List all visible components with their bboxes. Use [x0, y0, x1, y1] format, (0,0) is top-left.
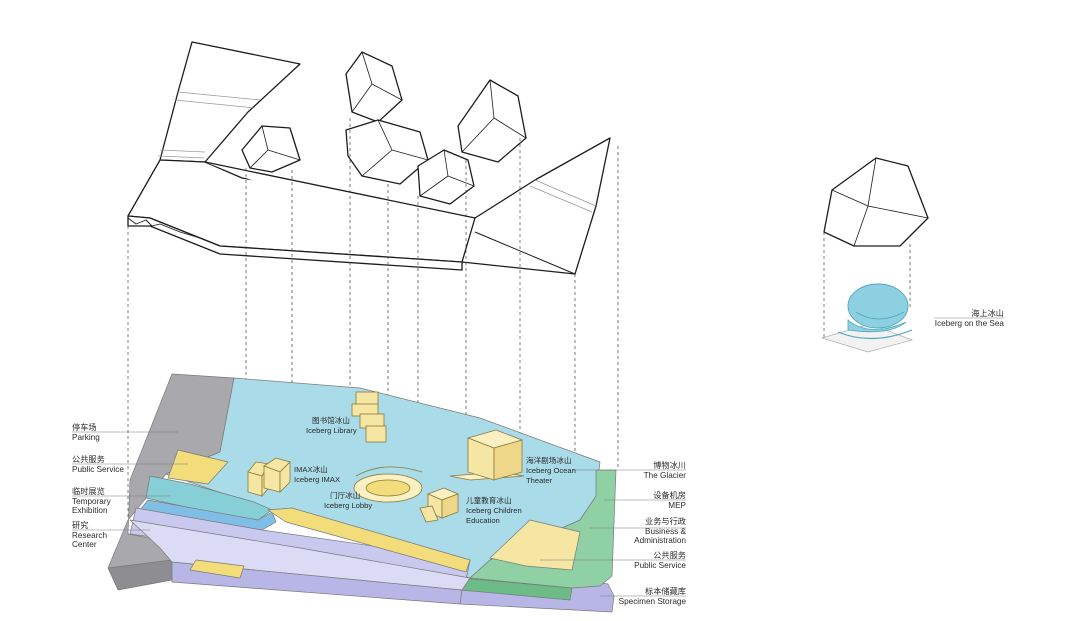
label-sea-zh: 海上冰山 — [971, 308, 1004, 318]
label-lobby-en: Iceberg Lobby — [324, 501, 372, 510]
label-business-zh: 业务与行政 — [645, 516, 686, 526]
label-public-service-right-en: Public Service — [634, 561, 686, 570]
label-business-en-2: Administration — [634, 536, 686, 545]
label-temporary-exhibition-zh: 临时展览 — [72, 486, 105, 496]
sea-dome — [847, 283, 909, 329]
label-research-en-1: Research — [72, 531, 107, 540]
temporary-exhibition-zone — [145, 475, 273, 521]
label-ocean-theater-en-2: Theater — [526, 476, 553, 485]
label-children-en-1: Iceberg Children — [466, 506, 522, 515]
label-temporary-exhibition-en-1: Temporary — [72, 497, 112, 506]
public-service-right-block — [489, 519, 581, 571]
roof-layer — [127, 41, 611, 275]
label-children-zh: 儿童教育冰山 — [466, 495, 512, 505]
label-ocean-theater-zh: 海洋剧场冰山 — [526, 455, 572, 465]
iceberg-on-sea: 海上冰山 Iceberg on the Sea — [820, 157, 1005, 353]
label-public-service-right-zh: 公共服务 — [653, 550, 686, 560]
ocean-theater-volume — [449, 429, 525, 481]
leader-lines — [72, 317, 1004, 597]
label-library-en: Iceberg Library — [306, 426, 357, 435]
label-imax-en: Iceberg IMAX — [294, 475, 340, 484]
iceberg-shape-3 — [345, 119, 429, 185]
label-ocean-theater-en-1: Iceberg Ocean — [526, 466, 576, 475]
children-education-volume — [419, 487, 460, 523]
label-parking-en: Parking — [72, 433, 100, 442]
iceberg-shape-1 — [241, 125, 301, 173]
label-public-service-left-zh: 公共服务 — [72, 454, 105, 464]
label-lobby-zh: 门厅冰山 — [330, 490, 360, 500]
label-mep-zh: 设备机房 — [653, 490, 686, 500]
sea-iceberg-shape — [823, 157, 929, 247]
label-parking-zh: 停车场 — [72, 422, 97, 432]
label-imax-zh: IMAX冰山 — [294, 464, 328, 474]
lobby-volume — [353, 466, 423, 503]
label-business-en-1: Business & — [645, 527, 686, 536]
label-sea-en: Iceberg on the Sea — [935, 319, 1005, 328]
library-volume — [351, 391, 387, 443]
iceberg-shape-2 — [345, 51, 403, 123]
label-research-en-2: Center — [72, 540, 97, 549]
label-research-zh: 研究 — [72, 520, 88, 530]
iceberg-shape-4 — [457, 79, 527, 163]
left-labels: 停车场 Parking 公共服务 Public Service 临时展览 Tem… — [72, 422, 124, 549]
label-mep-en: MEP — [668, 501, 686, 510]
lavender-strip-2 — [129, 519, 471, 591]
label-specimen-storage-en: Specimen Storage — [619, 597, 687, 606]
label-temporary-exhibition-en-2: Exhibition — [72, 506, 108, 515]
label-library-zh: 图书馆冰山 — [312, 415, 350, 425]
label-glacier-en: The Glacier — [644, 471, 687, 480]
label-glacier-zh: 博物冰川 — [653, 460, 686, 470]
label-specimen-storage-zh: 标本储藏库 — [645, 586, 686, 596]
public-service-left-block — [167, 449, 229, 485]
imax-volume — [247, 457, 291, 498]
iceberg-volumes — [247, 391, 525, 523]
yellow-corridor — [267, 507, 471, 573]
right-labels: 博物冰川 The Glacier 设备机房 MEP 业务与行政 Business… — [619, 460, 687, 606]
yellow-block-small — [189, 559, 245, 579]
inner-labels: 图书馆冰山 Iceberg Library IMAX冰山 Iceberg IMA… — [294, 415, 576, 525]
label-children-en-2: Education — [466, 516, 500, 525]
label-public-service-left-en: Public Service — [72, 465, 124, 474]
